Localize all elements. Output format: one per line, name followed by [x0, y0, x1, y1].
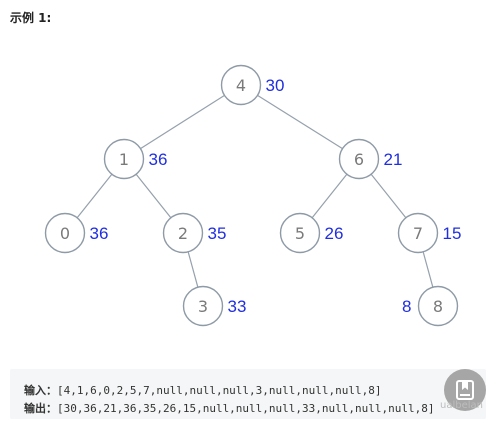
node-circle	[44, 212, 86, 254]
node-circle	[338, 138, 380, 180]
node-sum-label: 36	[149, 150, 168, 169]
tree-node-2: 2 35	[162, 212, 227, 254]
node-sum-label: 36	[90, 224, 109, 243]
tree-edge-n6-n7	[370, 173, 407, 219]
tree-node-0: 0 36	[44, 212, 109, 254]
input-line: 输入：[4,1,6,0,2,5,7,null,null,null,3,null,…	[24, 382, 382, 398]
node-value-label: 6	[354, 150, 364, 169]
tree-edge-n1-n2	[135, 173, 172, 219]
output-value: [30,36,21,36,35,26,15,null,null,null,33,…	[57, 402, 435, 415]
node-sum-label: 15	[443, 224, 462, 243]
node-value-label: 5	[295, 224, 305, 243]
bookmark-button[interactable]	[444, 369, 486, 411]
node-value-label: 0	[60, 224, 70, 243]
node-sum-label: 21	[384, 150, 403, 169]
output-line: 输出：[30,36,21,36,35,26,15,null,null,null,…	[24, 400, 435, 416]
tree-node-1: 1 36	[103, 138, 168, 180]
node-circle	[417, 285, 459, 327]
node-circle	[162, 212, 204, 254]
io-example-box: 输入：[4,1,6,0,2,5,7,null,null,null,3,null,…	[10, 369, 486, 419]
tree-node-8: 88	[402, 285, 459, 327]
tree-node-4: 4 30	[220, 64, 285, 106]
input-value: [4,1,6,0,2,5,7,null,null,null,3,null,nul…	[57, 384, 382, 397]
tree-edge-n2-n3	[187, 251, 199, 288]
tree-edge-n7-n8	[422, 251, 434, 288]
node-circle	[397, 212, 439, 254]
tree-node-6: 6 21	[338, 138, 403, 180]
tree-edge-n1-n0	[76, 173, 113, 219]
example-title: 示例 1:	[10, 11, 52, 25]
watermark: ualbelan	[440, 400, 483, 411]
node-sum-label: 33	[228, 297, 247, 316]
node-circle	[182, 285, 224, 327]
node-sum-label: 8	[402, 297, 411, 316]
node-sum-label: 35	[208, 224, 227, 243]
input-label: 输入：	[24, 384, 57, 397]
node-value-label: 3	[198, 297, 208, 316]
node-value-label: 7	[413, 224, 423, 243]
bookmark-icon	[456, 380, 474, 400]
node-circle	[103, 138, 145, 180]
node-sum-label: 30	[266, 76, 285, 95]
node-value-label: 8	[433, 297, 443, 316]
node-circle	[279, 212, 321, 254]
tree-edge-n4-n1	[140, 94, 225, 150]
tree-edges	[76, 94, 434, 288]
tree-edge-n6-n5	[311, 173, 348, 219]
output-label: 输出：	[24, 402, 57, 415]
node-circle	[220, 64, 262, 106]
node-value-label: 1	[119, 150, 129, 169]
node-value-label: 4	[236, 76, 246, 95]
tree-node-5: 5 26	[279, 212, 344, 254]
node-sum-label: 26	[325, 224, 344, 243]
node-value-label: 2	[178, 224, 188, 243]
tree-edge-n4-n6	[257, 94, 343, 150]
tree-node-7: 7 15	[397, 212, 462, 254]
